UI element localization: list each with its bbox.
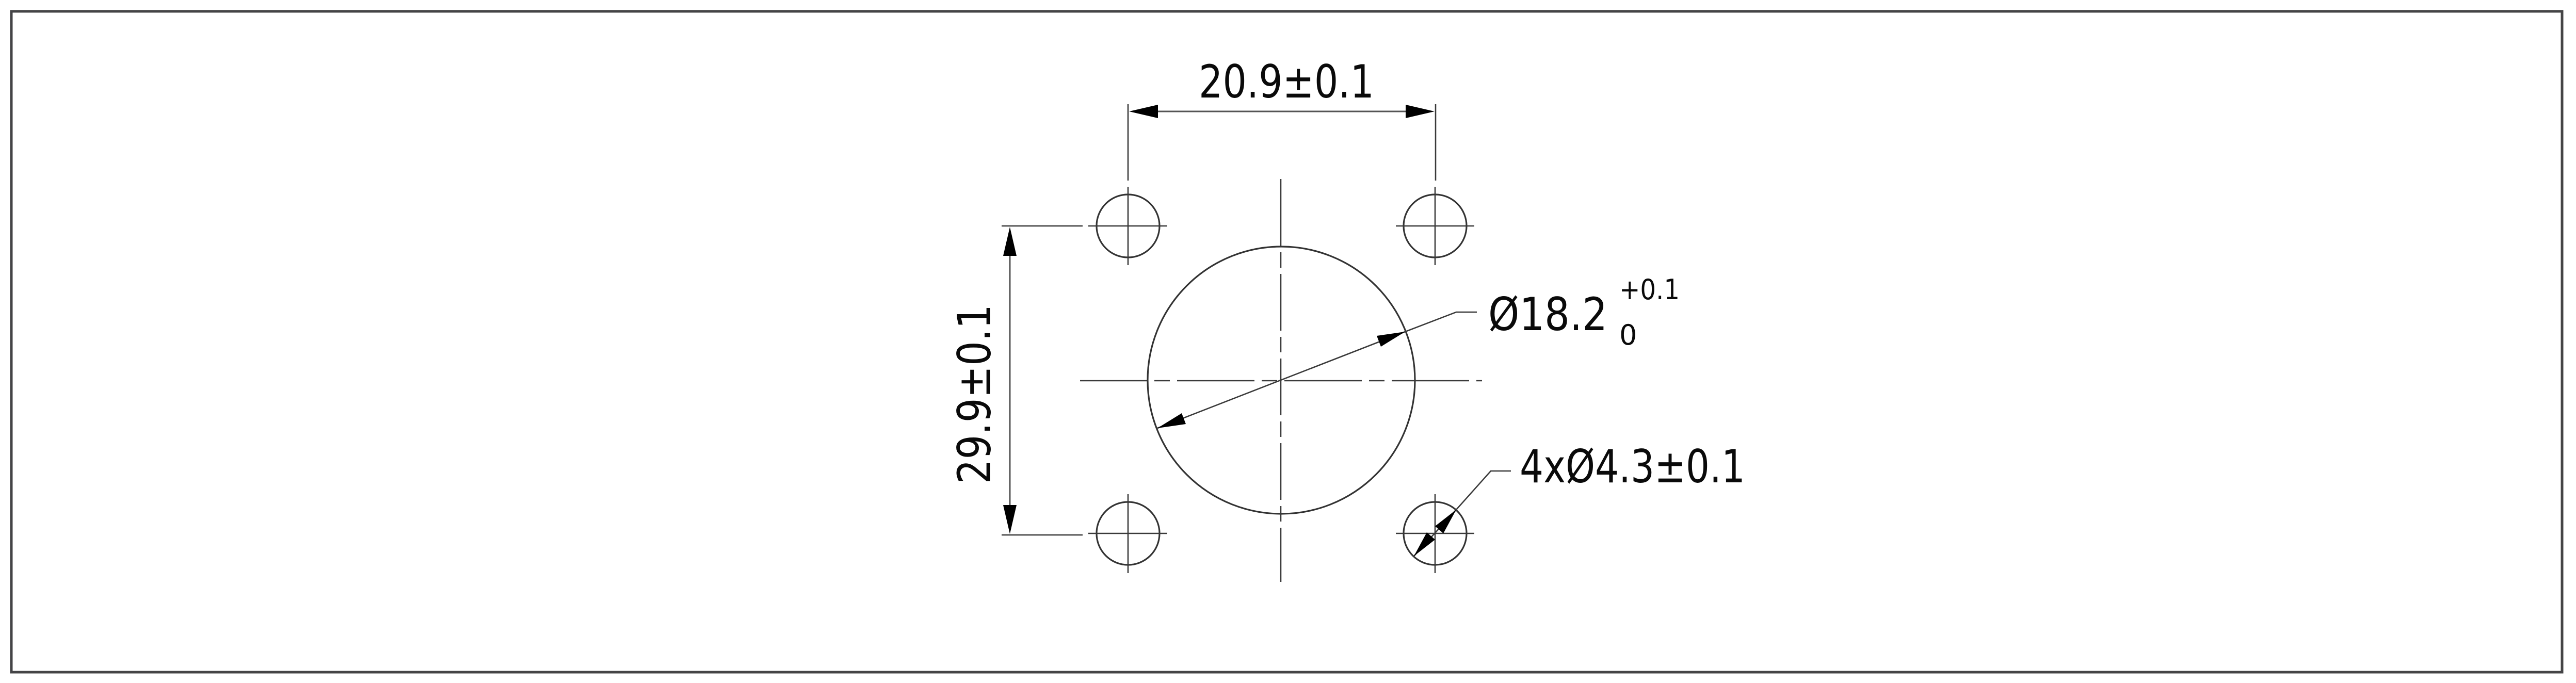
arrowhead-down-icon (1003, 505, 1017, 534)
arrowhead-hole-lower-icon (1414, 532, 1435, 556)
hole-leader-line (1413, 470, 1511, 557)
dimension-center-hole-diameter: Ø18.2 +0.1 0 (1157, 273, 1680, 429)
mounting-hole-bottom-left (1088, 494, 1167, 573)
arrowhead-upper-right-icon (1377, 332, 1405, 347)
diameter-label: Ø18.2 (1488, 288, 1607, 341)
dimension-label-horizontal: 20.9±0.1 (1199, 55, 1374, 108)
dimension-mounting-holes: 4xØ4.3±0.1 (1413, 440, 1745, 557)
arrowhead-right-icon (1406, 105, 1435, 118)
arrowhead-left-icon (1129, 105, 1158, 118)
diameter-upper-tolerance: +0.1 (1619, 273, 1680, 306)
mounting-hole-top-right (1396, 187, 1474, 265)
drawing-frame (10, 10, 2564, 674)
dimension-horizontal-spacing: 20.9±0.1 (1127, 55, 1437, 181)
mounting-hole-top-left (1088, 187, 1167, 265)
diameter-lower-tolerance: 0 (1619, 319, 1637, 351)
arrowhead-lower-left-icon (1157, 413, 1186, 428)
diameter-leader-line (1157, 311, 1477, 429)
mounting-holes-label: 4xØ4.3±0.1 (1520, 440, 1745, 493)
dimension-label-vertical: 29.9±0.1 (948, 304, 1001, 484)
dimension-vertical-spacing: 29.9±0.1 (948, 225, 1083, 536)
arrowhead-hole-upper-icon (1435, 510, 1456, 533)
arrowhead-up-icon (1003, 227, 1017, 256)
